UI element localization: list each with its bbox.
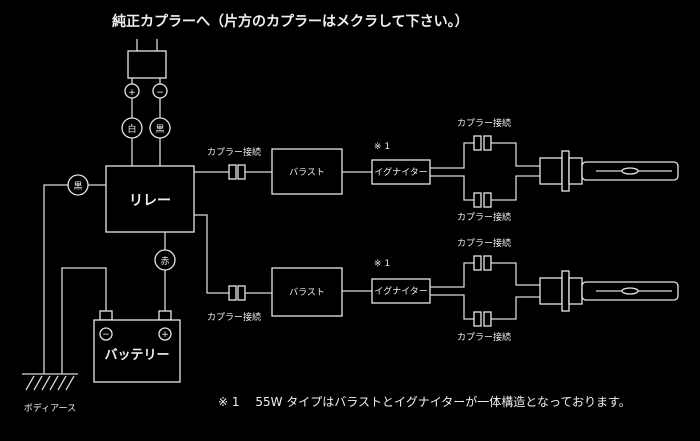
svg-text:黒: 黒	[73, 181, 82, 192]
coupler-symbol-upper-2	[473, 135, 492, 151]
relay-label: リレー	[129, 193, 171, 209]
ballast-upper: バラスト	[271, 148, 343, 195]
hid-bulb-lower	[539, 270, 679, 312]
svg-text:赤: 赤	[160, 256, 169, 267]
diagram-title: 純正カプラーへ（片方のカプラーはメクラして下さい。）	[112, 13, 469, 30]
wire-igniter-upper-top	[430, 142, 474, 169]
white-wire-marker: 白	[121, 117, 143, 139]
svg-text:+: +	[128, 88, 136, 98]
svg-text:黒: 黒	[155, 124, 164, 135]
ballast-lower: バラスト	[271, 267, 343, 317]
note-mark-upper: ※ 1	[374, 142, 390, 152]
relay-box: リレー	[105, 165, 195, 233]
coupler-symbol-upper-1	[228, 164, 246, 180]
svg-text:−: −	[156, 88, 164, 98]
minus-marker: −	[152, 83, 168, 99]
coupler-label-lower-3: カプラー接続	[457, 331, 511, 343]
coupler-symbol-lower-1	[228, 285, 246, 301]
svg-text:白: 白	[127, 123, 136, 135]
body-earth-symbol	[22, 373, 78, 391]
wire-lamp-upper-top	[491, 142, 540, 167]
footnote: ※ 1 55W タイプはバラストとイグナイターが一体構造となっております。	[218, 394, 631, 409]
battery: − + バッテリー	[93, 310, 181, 383]
body-earth-label: ボディアース	[24, 402, 76, 414]
black-wire-marker-top: 黒	[149, 117, 171, 139]
plus-marker: +	[124, 83, 140, 99]
igniter-label-lower: イグナイター	[374, 285, 427, 297]
coupler-symbol-lower-3	[473, 311, 492, 327]
ballast-label-lower: バラスト	[289, 287, 325, 298]
battery-negative-wire	[61, 267, 107, 374]
coupler-label-lower-1: カプラー接続	[207, 311, 261, 323]
coupler-label-upper-1: カプラー接続	[207, 146, 261, 158]
wire-relay-lower	[194, 214, 229, 294]
coupler-symbol-lower-2	[473, 255, 492, 271]
igniter-upper: イグナイター	[371, 159, 431, 185]
note-mark-lower: ※ 1	[374, 259, 390, 269]
coupler-label-upper-3: カプラー接続	[457, 211, 511, 223]
black-wire-marker-left: 黒	[67, 174, 89, 196]
wire-igniter-upper-bottom	[430, 175, 474, 201]
igniter-lower: イグナイター	[371, 278, 431, 304]
red-wire-marker: 赤	[154, 249, 176, 271]
battery-minus-symbol: −	[102, 330, 110, 340]
hid-bulb-upper	[539, 150, 679, 192]
wire-igniter-lower-bottom	[430, 294, 474, 320]
battery-label: バッテリー	[104, 348, 169, 363]
coupler-symbol-upper-3	[473, 192, 492, 208]
wire-igniter-lower-top	[430, 262, 474, 288]
battery-plus-symbol: +	[161, 330, 169, 340]
wire-lamp-upper-bottom	[491, 175, 540, 201]
igniter-label-upper: イグナイター	[374, 166, 427, 178]
ballast-label-upper: バラスト	[289, 167, 325, 178]
coupler-label-upper-2: カプラー接続	[457, 117, 511, 129]
oem-coupler	[127, 39, 167, 79]
wire-lamp-lower-top	[491, 262, 540, 286]
wire-lamp-lower-bottom	[491, 296, 540, 320]
coupler-label-lower-2: カプラー接続	[457, 237, 511, 249]
